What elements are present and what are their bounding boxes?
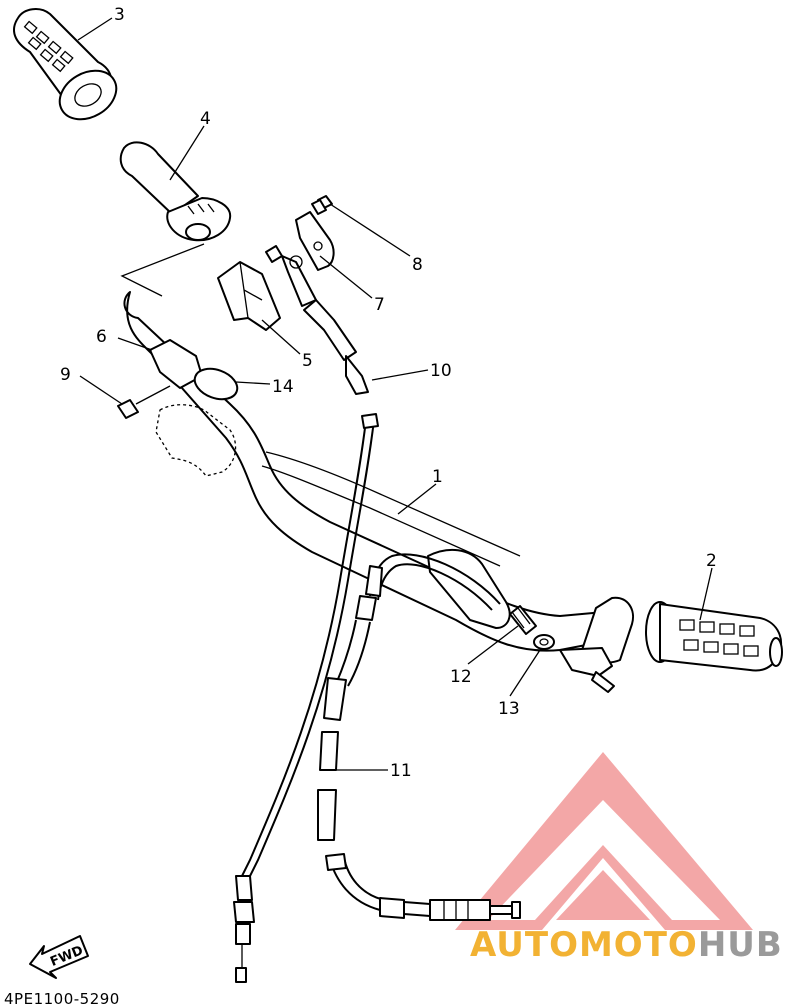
- callout-2: 2: [706, 551, 717, 571]
- leader-dash-housing: [120, 243, 205, 297]
- watermark-logo: [455, 752, 753, 930]
- fwd-arrow: FWD: [29, 935, 89, 979]
- part-code: 4PE1100-5290: [4, 990, 120, 1008]
- leader-lines: [77, 17, 713, 771]
- callout-12: 12: [450, 667, 472, 687]
- callout-14: 14: [272, 377, 294, 397]
- throttle-cable-adjuster: [265, 245, 369, 395]
- left-grip-part: [13, 8, 118, 121]
- hot-start-lever: [559, 647, 615, 693]
- right-grip-part: [581, 596, 783, 672]
- watermark-text: AUTOMOTOHUB: [470, 925, 783, 965]
- bracket-part-7: [295, 211, 335, 271]
- callout-13: 13: [498, 699, 520, 719]
- watermark-text-gray: HUB: [698, 925, 783, 965]
- throttle-cable-part: [233, 413, 379, 983]
- callout-4: 4: [200, 109, 211, 129]
- adjuster-part-12: [509, 605, 537, 635]
- bolt-part-8: [311, 195, 333, 215]
- bolt-part-9: [117, 385, 171, 419]
- callout-3: 3: [114, 5, 125, 25]
- callout-9: 9: [60, 365, 71, 385]
- callout-5: 5: [302, 351, 313, 371]
- callout-7: 7: [374, 295, 385, 315]
- callout-10: 10: [430, 361, 452, 381]
- callout-6: 6: [96, 327, 107, 347]
- lever-guard-part: [149, 339, 239, 477]
- watermark-text-orange: AUTOMOTO: [470, 925, 698, 965]
- callout-1: 1: [432, 467, 443, 487]
- throttle-housing-part: [217, 261, 281, 331]
- callout-8: 8: [412, 255, 423, 275]
- throttle-tube-part: [119, 141, 232, 242]
- nut-part-13: [533, 634, 555, 650]
- hot-start-cable-part: [317, 553, 521, 921]
- callout-11: 11: [390, 761, 412, 781]
